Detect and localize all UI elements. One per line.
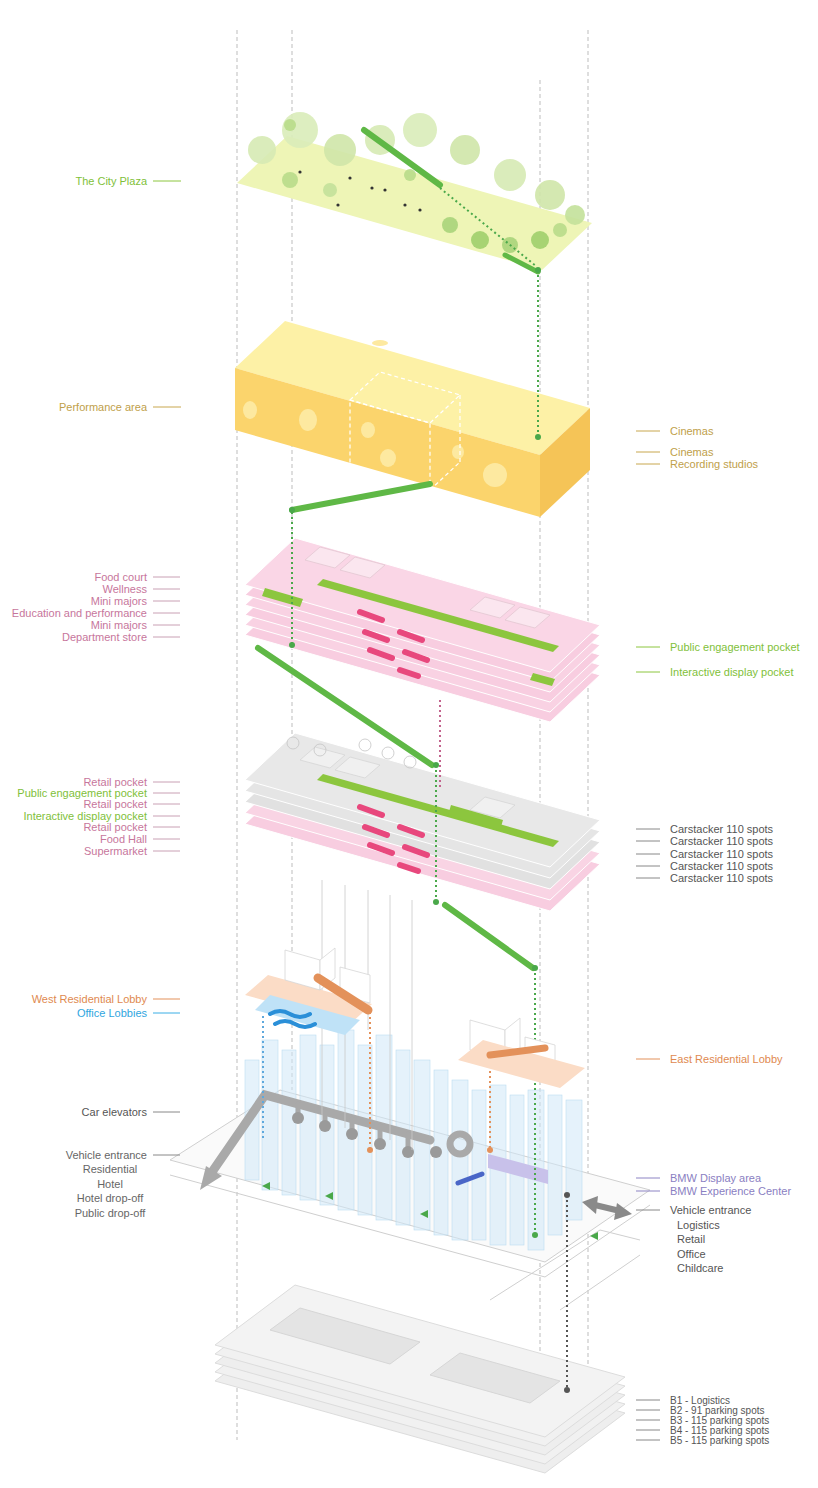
layer-label: Public drop-off — [75, 1207, 146, 1219]
layer-label: Office — [677, 1248, 706, 1260]
layer-label: Cinemas — [670, 446, 713, 458]
layer-label: Carstacker 110 spots — [670, 848, 773, 860]
layer-label: BMW Display area — [670, 1172, 761, 1184]
layer-label: BMW Experience Center — [670, 1185, 791, 1197]
layer-label: Interactive display pocket — [23, 810, 147, 822]
layer-label: B5 - 115 parking spots — [670, 1435, 769, 1446]
layer-label: Office Lobbies — [77, 1007, 147, 1019]
layer-label: Performance area — [59, 401, 147, 413]
layer-label: Carstacker 110 spots — [670, 823, 773, 835]
layer-label: Public engagement pocket — [17, 787, 147, 799]
layer-label: B1 - Logistics — [670, 1395, 730, 1406]
layer-label: Wellness — [103, 583, 147, 595]
layer-label: Retail pocket — [83, 798, 147, 810]
layer-label: Childcare — [677, 1262, 723, 1274]
layer-label: Food Hall — [100, 833, 147, 845]
layer-label: Retail — [677, 1233, 705, 1245]
layer-label: Mini majors — [91, 595, 147, 607]
layer-label: Cinemas — [670, 425, 713, 437]
layer-label: West Residential Lobby — [32, 993, 147, 1005]
layer-label: Hotel — [97, 1178, 123, 1190]
layer-label: Carstacker 110 spots — [670, 860, 773, 872]
layer-label: Retail pocket — [83, 776, 147, 788]
layer-label: Retail pocket — [83, 821, 147, 833]
layer-label: Carstacker 110 spots — [670, 872, 773, 884]
layer-label: Interactive display pocket — [670, 666, 794, 678]
layer-label: B2 - 91 parking spots — [670, 1405, 765, 1416]
layer-label: Logistics — [677, 1219, 720, 1231]
layer-label: Supermarket — [84, 845, 147, 857]
layer-label: The City Plaza — [75, 175, 147, 187]
layer-label: Department store — [62, 631, 147, 643]
layer-label: B4 - 115 parking spots — [670, 1425, 769, 1436]
layer-label: B3 - 115 parking spots — [670, 1415, 769, 1426]
layer-label: Food court — [94, 571, 147, 583]
layer-label: Public engagement pocket — [670, 641, 800, 653]
layer-label: Residential — [83, 1163, 137, 1175]
layer-label: Vehicle entrance — [670, 1204, 751, 1216]
layer-label: East Residential Lobby — [670, 1053, 783, 1065]
layer-label: Carstacker 110 spots — [670, 835, 773, 847]
layer-label: Vehicle entrance — [66, 1149, 147, 1161]
layer-label: Education and performance — [12, 607, 147, 619]
layer-label: Recording studios — [670, 458, 758, 470]
layer-label: Mini majors — [91, 619, 147, 631]
layer-label: Hotel drop-off — [77, 1192, 143, 1204]
layer-label: Car elevators — [82, 1106, 147, 1118]
